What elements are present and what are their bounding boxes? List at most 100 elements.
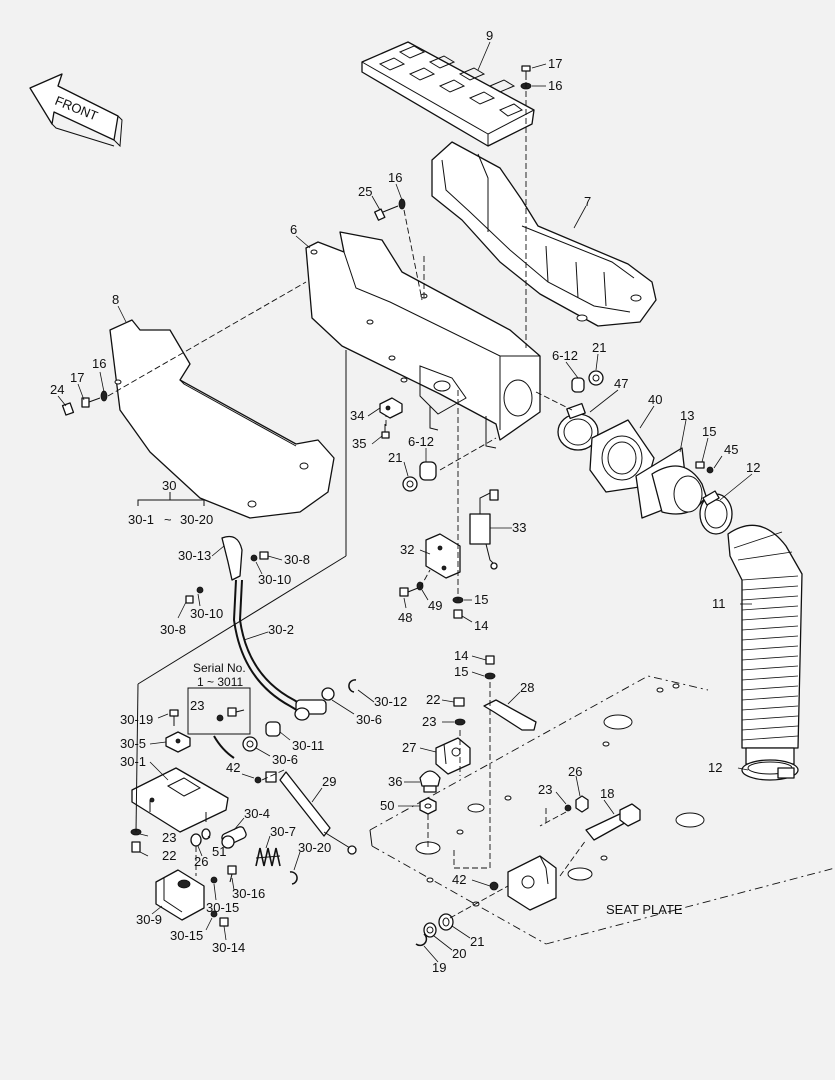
label-18: 18	[600, 786, 614, 801]
washer-21-bottom	[438, 913, 454, 931]
serial-part-23: 23	[190, 698, 204, 713]
label-26-right: 26	[568, 764, 582, 779]
pin-30-4	[221, 826, 247, 849]
label-21-upper: 21	[592, 340, 606, 355]
seat-frame-6	[305, 231, 541, 449]
label-14-mid: 14	[474, 618, 488, 633]
label-30-15-lower: 30-15	[170, 928, 203, 943]
side-cover-7	[431, 141, 657, 327]
label-25: 25	[358, 184, 372, 199]
label-33: 33	[512, 520, 526, 535]
serial-label: Serial No.	[193, 661, 246, 675]
label-27: 27	[402, 740, 416, 755]
label-12-upper: 12	[746, 460, 760, 475]
label-9: 9	[486, 28, 493, 43]
pedal-plate-30-1	[131, 767, 229, 833]
label-35: 35	[352, 436, 366, 451]
washer-20	[423, 922, 437, 938]
label-30-8-lower: 30-8	[160, 622, 186, 637]
label-6-12-lower: 6-12	[408, 434, 434, 449]
label-30-10-lower: 30-10	[190, 606, 223, 621]
label-47: 47	[614, 376, 628, 391]
assembly-range-end: 30-20	[180, 512, 213, 527]
label-30-13: 30-13	[178, 548, 211, 563]
label-23-lower-left: 23	[162, 830, 176, 845]
left-cover-8	[109, 319, 335, 519]
label-30-15-upper: 30-15	[206, 900, 239, 915]
label-30-8-upper: 30-8	[284, 552, 310, 567]
label-20: 20	[452, 946, 466, 961]
label-30-9: 30-9	[136, 912, 162, 927]
label-6-12-upper: 6-12	[552, 348, 578, 363]
label-30-2: 30-2	[268, 622, 294, 637]
washer-23-lower-left	[130, 828, 142, 853]
bolt-14-mid	[452, 596, 464, 619]
bushing-6-12-lower	[402, 461, 437, 492]
label-30-10-upper: 30-10	[258, 572, 291, 587]
label-30-6-lower: 30-6	[272, 752, 298, 767]
label-51: 51	[212, 844, 226, 859]
label-50: 50	[380, 798, 394, 813]
bolt-30-8-upper	[250, 551, 269, 562]
label-30-5: 30-5	[120, 736, 146, 751]
knob-36	[419, 770, 441, 793]
label-23-right: 23	[538, 782, 552, 797]
bolt-30-19	[169, 709, 179, 726]
bolt-17-left	[61, 390, 108, 416]
lever-rod-30-2	[232, 579, 305, 713]
bolt-30-8-lower	[185, 586, 204, 604]
bracket-30-9	[155, 869, 205, 921]
leader-lines	[57, 41, 753, 963]
duct-13	[635, 447, 714, 519]
label-28: 28	[520, 680, 534, 695]
label-22-lower: 22	[162, 848, 176, 863]
label-48: 48	[398, 610, 412, 625]
assembly-lines	[107, 82, 587, 919]
top-plate-part	[361, 41, 535, 147]
serial-box: Serial No. 1 ~ 3011 23	[187, 661, 251, 759]
label-42-lower: 42	[452, 872, 466, 887]
washer-42-upper	[254, 771, 277, 784]
label-17-top: 17	[548, 56, 562, 71]
switch-33	[469, 489, 499, 570]
label-16-left: 16	[92, 356, 106, 371]
hinge-block	[507, 855, 557, 911]
bracket-34	[379, 397, 403, 439]
label-49: 49	[428, 598, 442, 613]
front-arrow-icon: FRONT	[29, 73, 123, 148]
label-8: 8	[112, 292, 119, 307]
plate-30-5	[165, 731, 191, 753]
nut-26-right	[564, 795, 589, 813]
label-40: 40	[648, 392, 662, 407]
nut-26-lower	[190, 833, 202, 847]
label-36: 36	[388, 774, 402, 789]
label-6: 6	[290, 222, 297, 237]
label-34: 34	[350, 408, 364, 423]
label-30-20: 30-20	[298, 840, 331, 855]
label-22-mid: 22	[426, 692, 440, 707]
nut-50	[419, 797, 437, 815]
label-7: 7	[584, 194, 591, 209]
assembly-range-bracket: 30 30-1 ~ 30-20	[128, 478, 213, 527]
pin-18	[585, 803, 641, 841]
collar-30-11	[242, 721, 281, 752]
assembly-range-sep: ~	[164, 512, 172, 527]
assembly-range-start: 30-1	[128, 512, 154, 527]
label-15-right: 15	[702, 424, 716, 439]
bracket-32	[425, 533, 461, 579]
bolt-17-top	[520, 65, 532, 90]
hose-clamp-47	[557, 402, 599, 451]
label-30-4: 30-4	[244, 806, 270, 821]
label-11: 11	[712, 596, 726, 611]
gas-spring-29	[279, 771, 357, 855]
label-15-lower: 15	[454, 664, 468, 679]
label-17-left: 17	[70, 370, 84, 385]
label-16-top: 16	[548, 78, 562, 93]
lever-grip-30-13	[221, 535, 243, 581]
snap-ring-30-12	[348, 679, 357, 693]
bushing-6-12-upper	[571, 370, 604, 393]
pivot-30-6	[294, 687, 335, 721]
label-30-7: 30-7	[270, 824, 296, 839]
label-13: 13	[680, 408, 694, 423]
